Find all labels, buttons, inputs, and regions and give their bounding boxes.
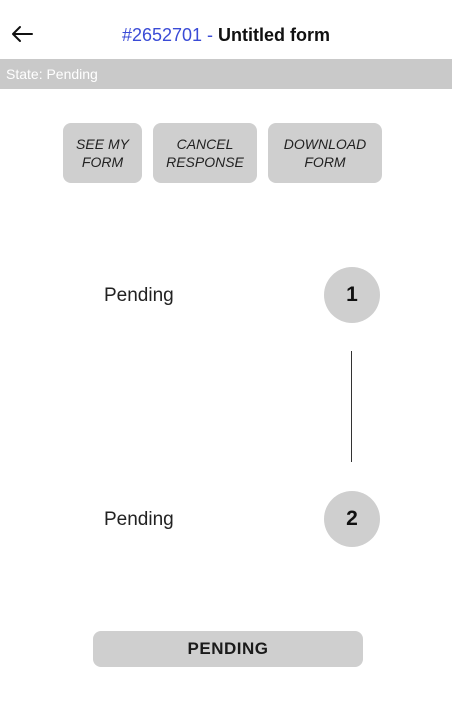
step-2-number: 2 <box>324 491 380 547</box>
form-name: Untitled form <box>218 25 331 45</box>
header: #2652701 - Untitled form <box>0 14 452 54</box>
form-id: #2652701 <box>121 25 203 45</box>
see-my-form-button[interactable]: SEE MY FORM <box>63 123 142 183</box>
download-form-button[interactable]: DOWNLOAD FORM <box>268 123 382 183</box>
step-1-number: 1 <box>324 267 380 323</box>
title-separator: - <box>202 25 219 45</box>
page-title: #2652701 - Untitled form <box>0 24 452 46</box>
status-pending-button[interactable]: PENDING <box>93 631 363 667</box>
step-connector <box>351 351 352 462</box>
step-2-label: Pending <box>104 509 174 530</box>
back-button[interactable] <box>8 20 36 48</box>
cancel-response-button[interactable]: CANCEL RESPONSE <box>153 123 257 183</box>
arrow-left-icon <box>12 26 33 42</box>
state-bar: State: Pending <box>0 59 452 89</box>
step-1-label: Pending <box>104 285 174 306</box>
